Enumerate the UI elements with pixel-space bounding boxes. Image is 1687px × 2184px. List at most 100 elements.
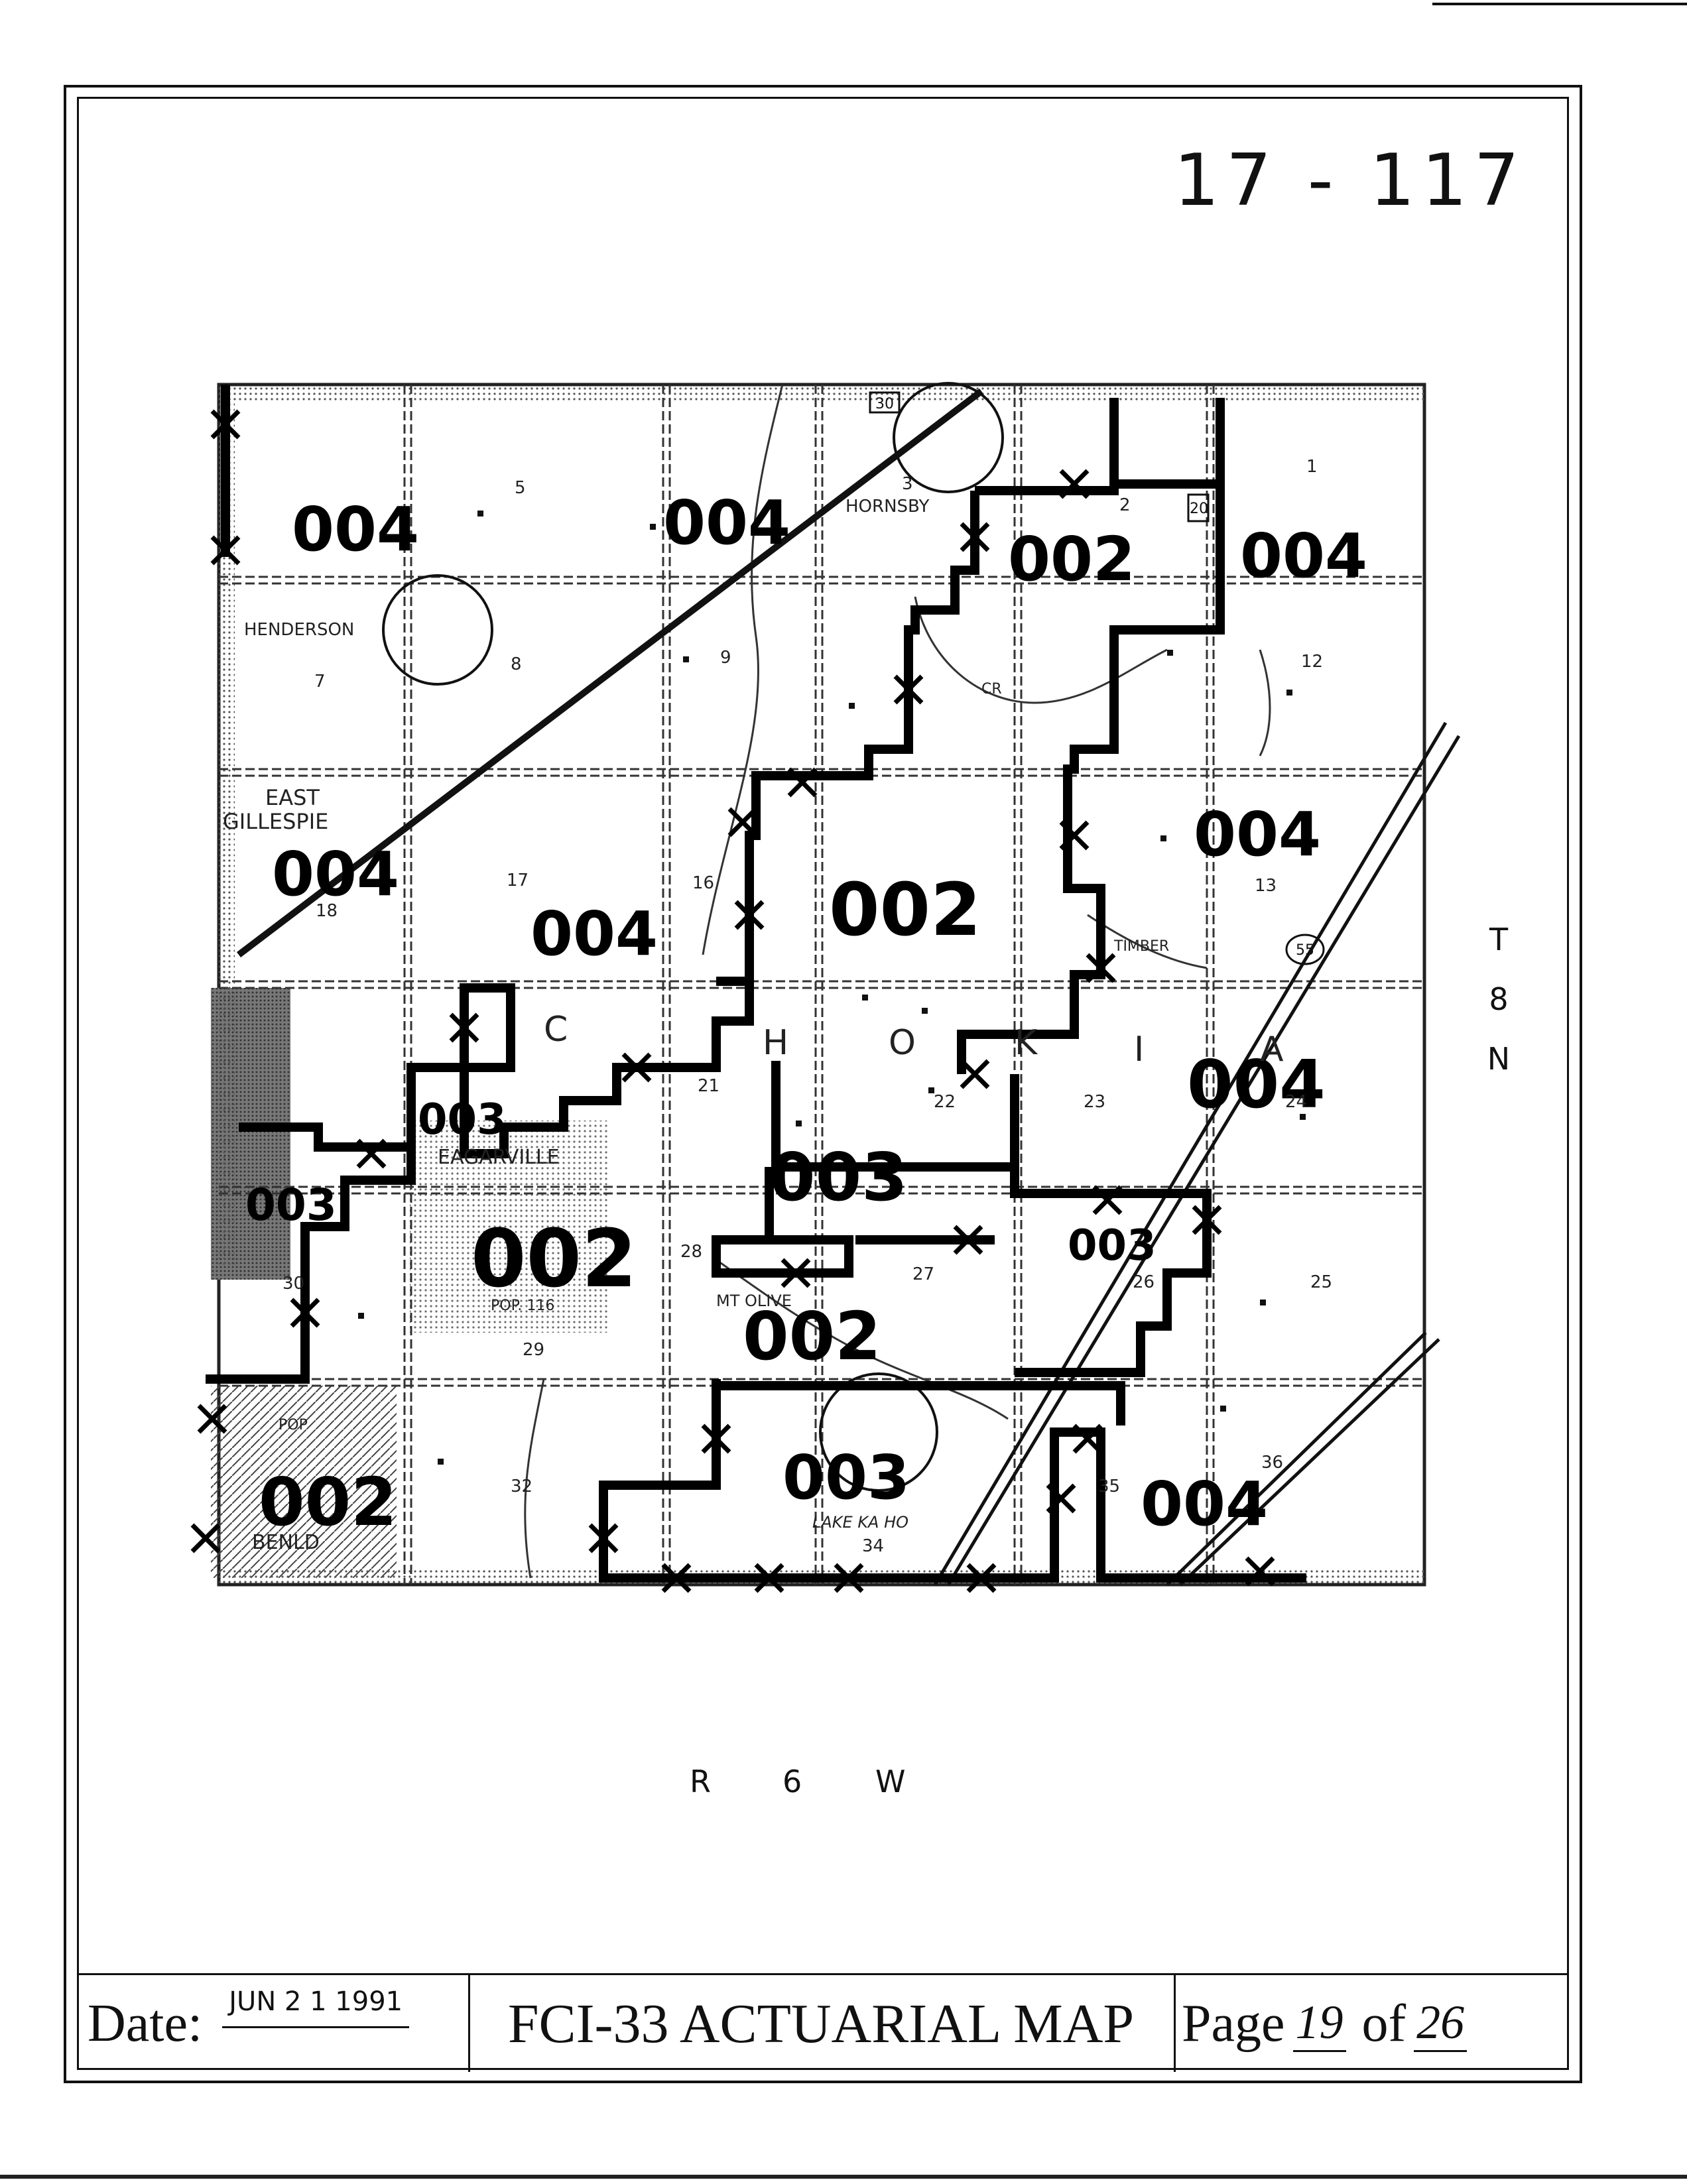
section-number: 18 xyxy=(316,901,338,921)
section-number: 27 xyxy=(912,1264,934,1284)
zone-boundaries xyxy=(206,385,1306,1583)
zone-code: 004 xyxy=(272,839,399,910)
place-names: HENDERSON HORNSBY EAST GILLESPIE EAGARVI… xyxy=(223,497,1169,1554)
date-label: Date: xyxy=(88,1994,203,2053)
section-number: 12 xyxy=(1301,652,1323,672)
zone-code: 003 xyxy=(782,1442,910,1513)
boundary-x-marks xyxy=(190,409,1275,1593)
page-total: 26 xyxy=(1414,1995,1468,2052)
range-letter: R xyxy=(690,1764,711,1799)
place-name: POP xyxy=(279,1417,308,1433)
henderson-circle xyxy=(382,574,493,686)
zone-code: 004 xyxy=(531,898,658,969)
route-shields: 30 55 20 xyxy=(869,391,1325,965)
section-number: 36 xyxy=(1261,1453,1283,1473)
map-letter: C xyxy=(544,1010,568,1050)
zone-code: 004 xyxy=(1187,1046,1326,1123)
section-number: 13 xyxy=(1255,876,1277,896)
place-name: HORNSBY xyxy=(845,497,929,516)
section-number: 30 xyxy=(282,1274,304,1294)
section-number: 26 xyxy=(1133,1272,1155,1292)
zone-code-labels: 004 004 002 004 004 004 002 004 003 003 … xyxy=(245,487,1367,1541)
interstate-55 xyxy=(933,721,1461,1586)
section-number: 28 xyxy=(680,1242,702,1262)
macoupin-county-letters: C H O K I A xyxy=(544,1010,1284,1069)
section-number: 22 xyxy=(934,1092,956,1112)
zone-code: 004 xyxy=(663,487,790,558)
route-label: 30 xyxy=(875,396,894,412)
section-number: 25 xyxy=(1310,1272,1332,1292)
page-label: Page xyxy=(1182,1994,1285,2053)
section-number: 9 xyxy=(720,648,731,668)
map-letter: O xyxy=(889,1023,916,1063)
place-name: BENLD xyxy=(252,1531,320,1554)
section-number: 21 xyxy=(698,1076,719,1096)
place-name: MT OLIVE xyxy=(716,1292,792,1310)
township-letter: N xyxy=(1487,1041,1511,1077)
township-letter: T xyxy=(1489,922,1509,957)
section-number: 16 xyxy=(692,873,714,893)
zone-code: 004 xyxy=(292,494,419,565)
eagarville-shading xyxy=(410,1121,609,1333)
zone-code: 004 xyxy=(1141,1469,1268,1540)
place-name: CR xyxy=(981,681,1002,698)
section-number: 29 xyxy=(523,1340,544,1360)
place-name: HENDERSON xyxy=(244,620,354,640)
date-stamp: JUN 2 1 1991 xyxy=(222,1986,410,2028)
zone-code: 002 xyxy=(829,867,981,952)
map-number: 17 - 117 xyxy=(1174,139,1527,222)
map-letter: A xyxy=(1260,1030,1284,1069)
route-label: 55 xyxy=(1296,942,1314,959)
building-marks xyxy=(358,511,1306,1465)
of-label: of xyxy=(1361,1994,1406,2053)
section-number: 8 xyxy=(511,654,522,674)
place-name: POP. 116 xyxy=(491,1298,554,1314)
footer-title-cell: FCI-33 ACTUARIAL MAP xyxy=(468,1975,1176,2072)
range-letter: 6 xyxy=(782,1764,802,1799)
section-number: 34 xyxy=(862,1536,884,1556)
section-number: 24 xyxy=(1285,1092,1307,1112)
section-number: 32 xyxy=(511,1477,532,1496)
map-letter: H xyxy=(763,1023,788,1063)
creeks xyxy=(524,384,1271,1579)
zone-code: 002 xyxy=(743,1298,881,1375)
footer-date-cell: Date: JUN 2 1 1991 xyxy=(77,1975,470,2072)
place-name: EAST xyxy=(265,785,320,810)
footer-page-cell: Page 19 of 26 xyxy=(1174,1975,1569,2072)
township-letter: 8 xyxy=(1489,981,1509,1017)
hornsby-circle xyxy=(893,382,1004,493)
lake-kaho-circle xyxy=(819,1372,938,1492)
zone-code: 004 xyxy=(1194,799,1321,870)
place-name: EAGARVILLE xyxy=(438,1146,560,1169)
zone-code: 003 xyxy=(245,1180,337,1231)
outer-frame xyxy=(64,85,1582,2083)
scan-edge-line xyxy=(0,2175,1687,2179)
map-title: FCI-33 ACTUARIAL MAP xyxy=(507,1992,1135,2055)
section-number: 5 xyxy=(515,478,526,498)
place-name: TIMBER xyxy=(1113,938,1169,955)
zone-code: 002 xyxy=(1008,524,1135,595)
zone-code: 002 xyxy=(259,1463,397,1541)
zone-code: 002 xyxy=(471,1213,637,1305)
zone-code: 003 xyxy=(418,1095,507,1144)
section-number: 23 xyxy=(1084,1092,1105,1112)
map-letter: K xyxy=(1015,1023,1038,1063)
zone-code: 003 xyxy=(1068,1221,1156,1270)
section-number: 2 xyxy=(1119,495,1131,515)
scan-edge-line xyxy=(1432,3,1687,5)
route-label: 20 xyxy=(1190,501,1208,517)
zone-code: 004 xyxy=(1240,520,1367,591)
section-number: 7 xyxy=(314,672,326,692)
map-letter: I xyxy=(1134,1030,1144,1069)
place-name: LAKE KA HO xyxy=(812,1513,908,1532)
railroad-diagonal xyxy=(236,389,984,957)
section-number: 1 xyxy=(1306,457,1318,477)
range-letter: W xyxy=(875,1764,906,1799)
place-name: GILLESPIE xyxy=(223,809,328,834)
zone-code: 003 xyxy=(769,1138,908,1216)
inner-frame xyxy=(77,97,1569,2070)
section-number: 35 xyxy=(1098,1477,1120,1496)
footer-table: Date: JUN 2 1 1991 FCI-33 ACTUARIAL MAP … xyxy=(77,1973,1569,2072)
